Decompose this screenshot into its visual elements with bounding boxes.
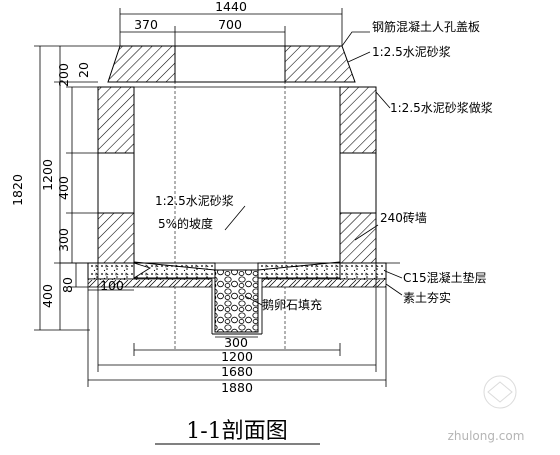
dimension-lines xyxy=(34,8,387,387)
dim-left-total: 1820 xyxy=(10,174,25,206)
label-mortar: 1:2.5水泥砂浆 xyxy=(372,44,451,59)
inner-lines xyxy=(97,46,377,350)
brick-wall-right xyxy=(339,86,377,264)
dim-left-200: 200 xyxy=(56,63,71,87)
dim-top-left: 370 xyxy=(134,17,158,32)
dim-bottom-300: 300 xyxy=(224,335,248,350)
dim-bottom-1680: 1680 xyxy=(221,364,253,379)
label-inner-mortar: 1:2.5水泥砂浆 xyxy=(155,193,234,208)
dim-left-400-upper: 400 xyxy=(56,176,71,200)
dim-top-opening: 700 xyxy=(218,17,242,32)
dim-left-20: 20 xyxy=(76,62,91,78)
leader-lines xyxy=(224,31,403,306)
gravel-pit xyxy=(211,269,263,335)
label-mortar-plaster: 1:2.5水泥砂浆做浆 xyxy=(390,100,493,115)
label-soil: 素土夯实 xyxy=(403,290,451,305)
label-cover: 钢筋混凝土人孔盖板 xyxy=(372,19,480,34)
dim-bottom-1200: 1200 xyxy=(221,349,253,364)
label-slope: 5%的坡度 xyxy=(158,216,213,231)
cover-slab xyxy=(107,45,356,88)
brick-wall-left xyxy=(97,86,135,264)
dim-left-80: 80 xyxy=(60,277,75,293)
dim-left-1200: 1200 xyxy=(40,159,55,191)
drawing-title: 1-1剖面图 xyxy=(186,419,287,444)
watermark-logo-icon xyxy=(483,375,517,409)
watermark-text: zhulong.com xyxy=(448,429,525,443)
dim-top-total: 1440 xyxy=(215,0,247,14)
label-wall: 240砖墙 xyxy=(380,210,427,225)
label-gravel: 鹅卵石填充 xyxy=(262,297,322,312)
dim-bottom-1880: 1880 xyxy=(221,380,253,395)
dim-left-300: 300 xyxy=(56,228,71,252)
label-cushion: C15混凝土垫层 xyxy=(403,270,487,285)
dim-inner-100: 100 xyxy=(100,278,124,293)
dim-left-400-lower: 400 xyxy=(40,284,55,308)
c15-cushion xyxy=(87,262,387,288)
